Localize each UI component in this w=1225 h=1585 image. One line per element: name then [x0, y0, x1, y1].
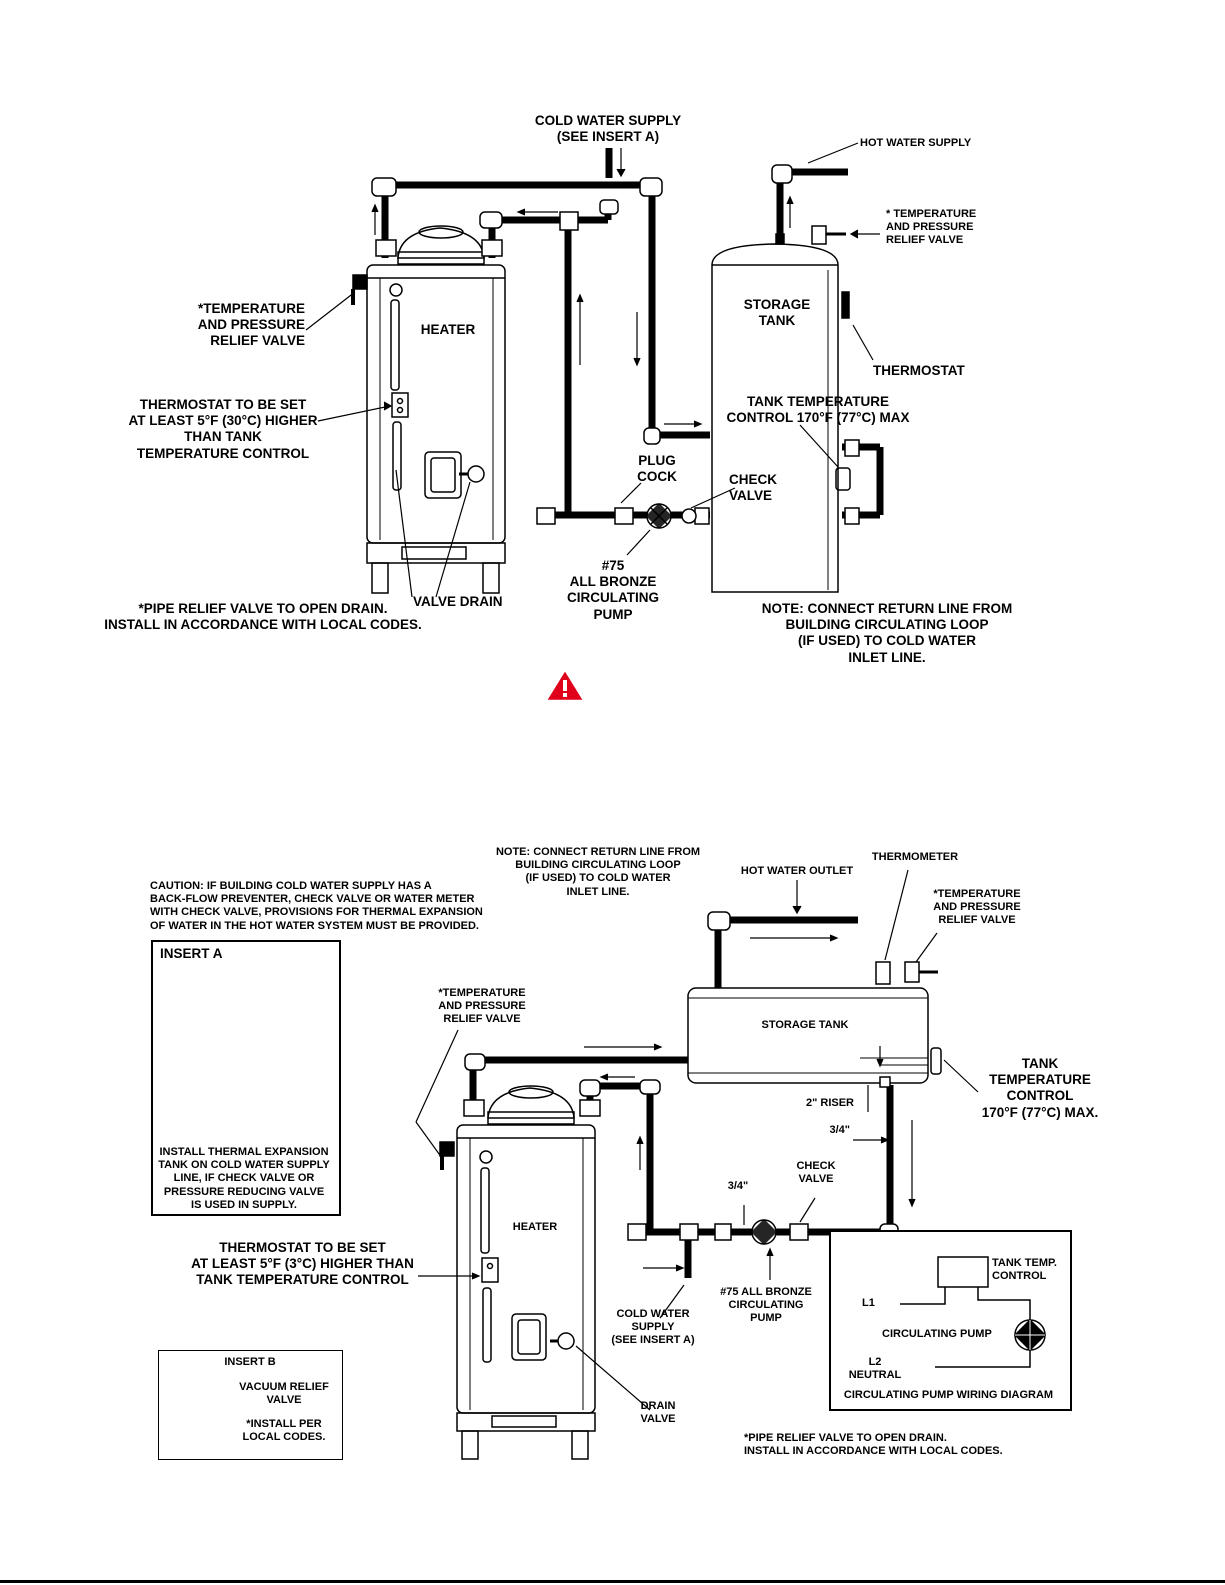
bottom-thermometer-label: THERMOMETER [871, 851, 959, 863]
top-leaders [305, 142, 880, 598]
insert-b-title: INSERT B [224, 1356, 276, 1368]
top-check-valve-label: CHECK VALVE [729, 472, 778, 504]
bottom-cold-water-supply-label: COLD WATER SUPPLY (SEE INSERT A) [611, 1308, 695, 1347]
top-tp-valve-left-label: *TEMPERATURE AND PRESSURE RELIEF VALVE [197, 301, 305, 349]
top-storage-tank [711, 225, 851, 593]
top-hot-water-supply-label: HOT WATER SUPPLY [860, 137, 972, 149]
top-pump-label: #75 ALL BRONZE CIRCULATING PUMP [567, 558, 659, 622]
bottom-storage-tank-label: STORAGE TANK [761, 1019, 849, 1031]
wiring-l2-neutral: L2 NEUTRAL [848, 1356, 902, 1382]
page-bottom-rule [0, 1580, 1225, 1583]
bottom-storage-tank [687, 961, 942, 1084]
top-pipe-relief-label: *PIPE RELIEF VALVE TO OPEN DRAIN. INSTAL… [104, 601, 422, 633]
top-thermostat-set-label: THERMOSTAT TO BE SET AT LEAST 5°F (30°C)… [128, 397, 318, 461]
top-storage-tank-label: STORAGE TANK [743, 297, 811, 329]
bottom-heater [439, 1085, 596, 1460]
wiring-title: CIRCULATING PUMP WIRING DIAGRAM [843, 1389, 1054, 1401]
insert-a-box [151, 940, 341, 1216]
warning-icon [547, 671, 583, 700]
wiring-tank-temp-control: TANK TEMP. CONTROL [992, 1257, 1057, 1283]
bottom-riser-label: 2" RISER [805, 1097, 854, 1109]
top-tank-temp-control-label: TANK TEMPERATURE CONTROL 170°F (77°C) MA… [726, 394, 910, 426]
top-pump [645, 502, 697, 530]
bottom-tp-valve-right-label: *TEMPERATURE AND PRESSURE RELIEF VALVE [933, 888, 1021, 927]
top-thermostat-label: THERMOSTAT [873, 363, 965, 378]
bottom-three-quarter-a-label: 3/4" [829, 1124, 850, 1136]
bottom-fittings [463, 911, 899, 1241]
insert-b-box [158, 1350, 343, 1460]
top-plug-cock-label: PLUG COCK [637, 453, 677, 485]
bottom-thermostat-set-label: THERMOSTAT TO BE SET AT LEAST 5°F (3°C) … [191, 1240, 414, 1288]
bottom-note-label: NOTE: CONNECT RETURN LINE FROM BUILDING … [495, 846, 701, 898]
insert-a-text: INSTALL THERMAL EXPANSION TANK ON COLD W… [158, 1146, 330, 1211]
insert-b-text: VACUUM RELIEF VALVE [239, 1381, 329, 1407]
bottom-caution-label: CAUTION: IF BUILDING COLD WATER SUPPLY H… [150, 880, 483, 932]
bottom-heater-label: HEATER [512, 1221, 558, 1233]
bottom-drain-valve-label: DRAIN VALVE [640, 1400, 676, 1426]
insert-a-title: INSERT A [160, 946, 223, 961]
insert-b-note: *INSTALL PER LOCAL CODES. [242, 1418, 326, 1444]
bottom-tank-temp-control-label: TANK TEMPERATURE CONTROL 170°F (77°C) MA… [981, 1056, 1099, 1120]
bottom-tp-valve-center-label: *TEMPERATURE AND PRESSURE RELIEF VALVE [438, 987, 526, 1026]
bottom-pump-label: #75 ALL BRONZE CIRCULATING PUMP [720, 1286, 812, 1325]
top-heater [351, 225, 506, 594]
bottom-three-quarter-b-label: 3/4" [727, 1180, 749, 1192]
top-cold-water-supply-label: COLD WATER SUPPLY (SEE INSERT A) [534, 113, 682, 145]
bottom-leaders [415, 869, 979, 1411]
top-heater-label: HEATER [420, 322, 476, 337]
wiring-circulating-pump: CIRCULATING PUMP [882, 1328, 992, 1340]
top-valve-drain-label: VALVE DRAIN [413, 594, 503, 609]
top-note-label: NOTE: CONNECT RETURN LINE FROM BUILDING … [761, 601, 1013, 665]
bottom-hot-water-outlet-label: HOT WATER OUTLET [740, 865, 854, 877]
bottom-pump [750, 1218, 778, 1246]
wiring-l1: L1 [862, 1297, 875, 1309]
bottom-check-valve-label: CHECK VALVE [796, 1160, 836, 1186]
top-tp-valve-right-label: * TEMPERATURE AND PRESSURE RELIEF VALVE [886, 208, 977, 247]
bottom-pipe-relief-label: *PIPE RELIEF VALVE TO OPEN DRAIN. INSTAL… [744, 1432, 1003, 1458]
